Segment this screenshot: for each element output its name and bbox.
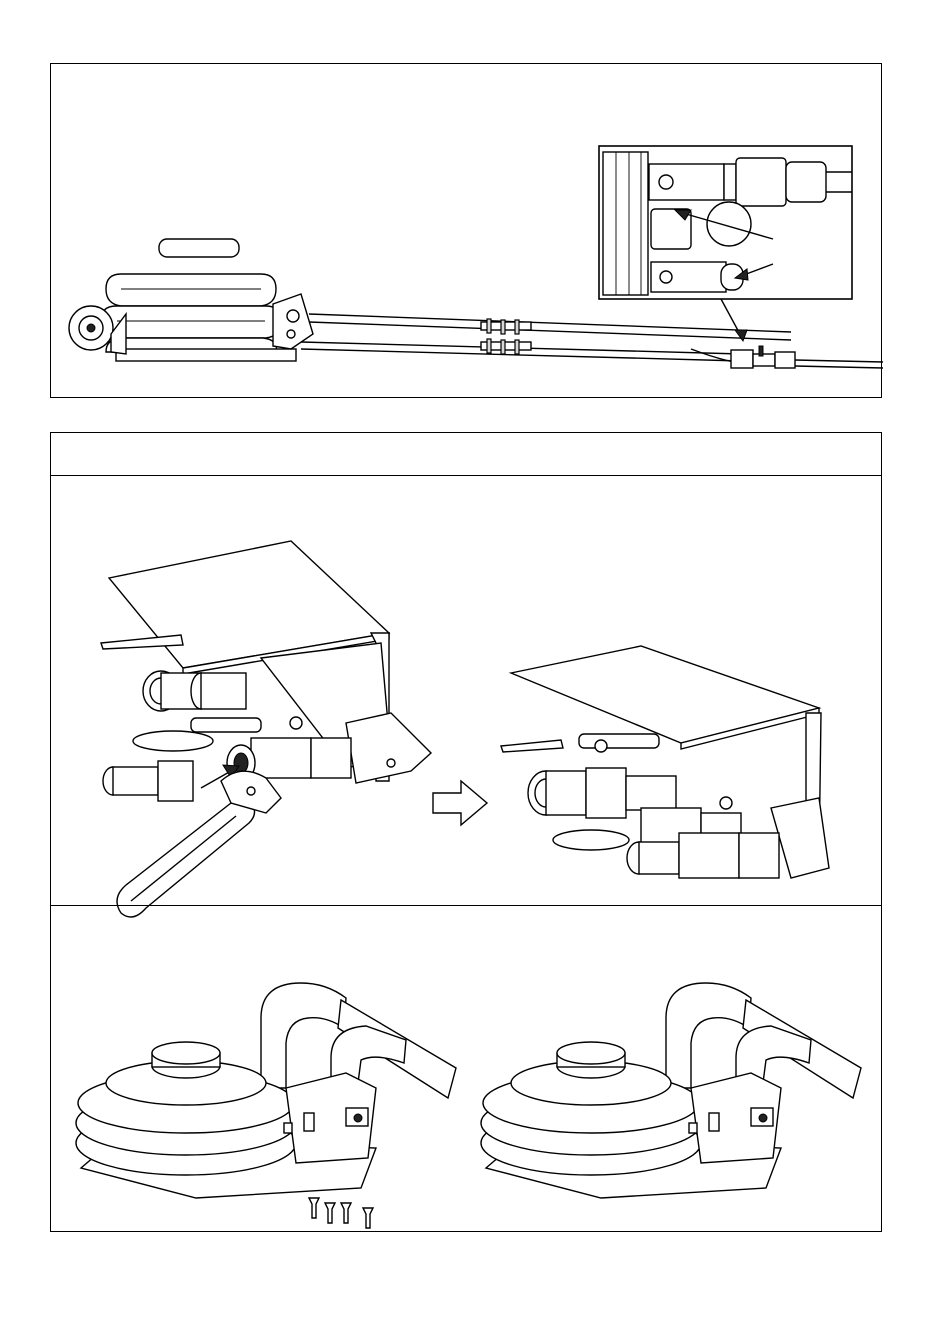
screws bbox=[309, 1198, 373, 1228]
jack-bellows bbox=[101, 239, 296, 361]
base-removal-illustration-right bbox=[481, 978, 861, 1238]
instruction-panel bbox=[50, 432, 882, 1232]
section-header bbox=[51, 433, 881, 476]
coupling-illustration-after bbox=[501, 628, 861, 908]
coupling-illustration-before bbox=[91, 523, 491, 943]
handle-bracket bbox=[273, 294, 313, 349]
top-panel bbox=[50, 63, 882, 398]
section-divider bbox=[51, 905, 881, 906]
valve-assembly bbox=[691, 346, 883, 368]
valve-detail-inset bbox=[599, 146, 852, 341]
air-jack-illustration bbox=[51, 64, 883, 399]
base-removal-illustration-left bbox=[76, 978, 456, 1238]
handle-bars bbox=[301, 314, 791, 361]
arrow-right-icon bbox=[431, 778, 491, 828]
